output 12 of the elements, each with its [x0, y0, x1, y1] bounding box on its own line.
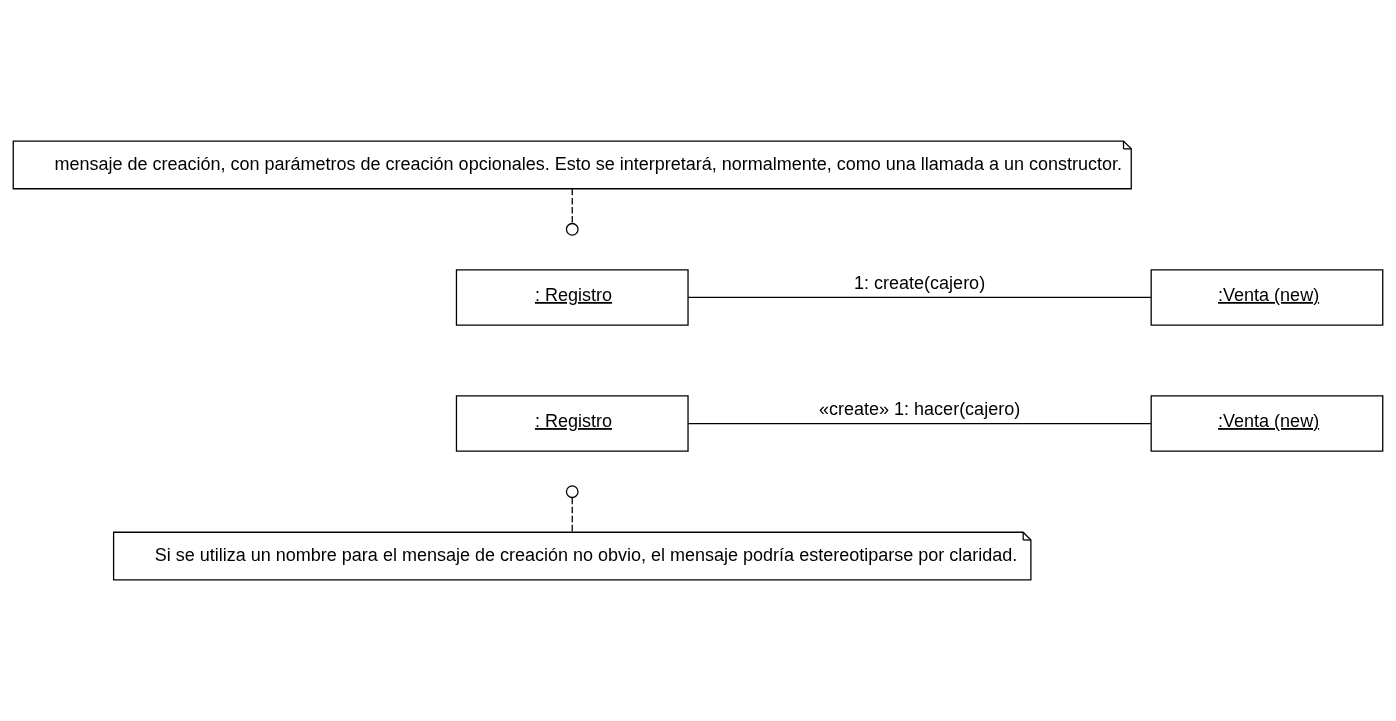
connector — [687, 422, 1152, 425]
connector — [571, 497, 573, 533]
connector — [687, 296, 1152, 299]
edge-label: «create» 1: hacer(cajero) — [819, 398, 1021, 419]
node-circle — [565, 485, 579, 499]
connector — [571, 188, 573, 225]
edge-label: 1: create(cajero) — [854, 272, 986, 293]
node-box: : Registro — [455, 269, 689, 326]
node-box: :Venta (new) — [1150, 269, 1384, 326]
node-box: :Venta (new) — [1150, 395, 1384, 452]
node-circle — [565, 222, 579, 236]
node-box: : Registro — [455, 395, 689, 452]
